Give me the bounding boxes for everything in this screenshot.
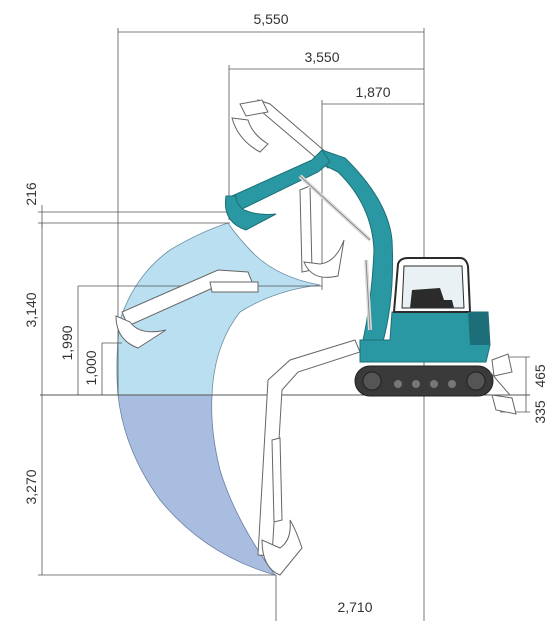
dim-label-top-offset: 216 <box>23 182 39 206</box>
ghost-left-bucket <box>115 315 167 349</box>
excavator-body <box>354 257 517 415</box>
ghost-bottom-bucket <box>261 519 303 576</box>
horizontal-dimensions: 5,550 3,550 1,870 <box>117 11 425 621</box>
dim-label-dig-depth: 3,270 <box>23 469 39 504</box>
ghost-mid-bucket <box>303 239 345 278</box>
counterweight <box>468 312 490 345</box>
ghost-top-bucket <box>231 117 269 153</box>
bottom-dimension: 2,710 <box>275 575 373 621</box>
ghost-arm-left <box>115 269 259 349</box>
boom <box>317 149 394 356</box>
dozer-blade-up <box>491 353 513 377</box>
dim-label-blade-up: 465 <box>532 364 548 388</box>
operator-seat <box>410 288 454 308</box>
crawler-track <box>354 365 494 397</box>
vertical-dimensions: 216 3,140 1,990 1,000 3,270 <box>23 182 322 576</box>
ghost-top-stick <box>239 99 269 117</box>
ghost-arm-bottom <box>257 339 361 576</box>
reach-envelope-upper <box>116 222 321 396</box>
dim-label-small-width: 1,870 <box>355 84 390 100</box>
ghost-arm-top <box>231 99 336 169</box>
dim-label-height-total: 3,140 <box>23 292 39 327</box>
dim-label-height-mid: 1,990 <box>59 325 75 360</box>
dim-label-height-low: 1,000 <box>83 350 99 385</box>
dim-label-mid-width: 3,550 <box>304 49 339 65</box>
ghost-bottom-cylinder <box>271 437 283 523</box>
reach-envelope <box>116 222 321 576</box>
dim-label-blade-down: 335 <box>532 400 548 424</box>
ghost-arm-mid <box>299 185 345 278</box>
bucket <box>224 195 277 231</box>
dozer-blade-down <box>491 394 517 415</box>
stick <box>229 149 331 211</box>
ghost-left-cylinder <box>209 281 259 293</box>
track-rollers <box>362 371 486 391</box>
dim-label-top-width: 5,550 <box>253 11 288 27</box>
dim-label-bottom-width: 2,710 <box>337 599 372 615</box>
active-arm <box>224 149 394 356</box>
ghost-mid-stick <box>299 185 313 273</box>
reach-envelope-lower <box>117 394 277 576</box>
